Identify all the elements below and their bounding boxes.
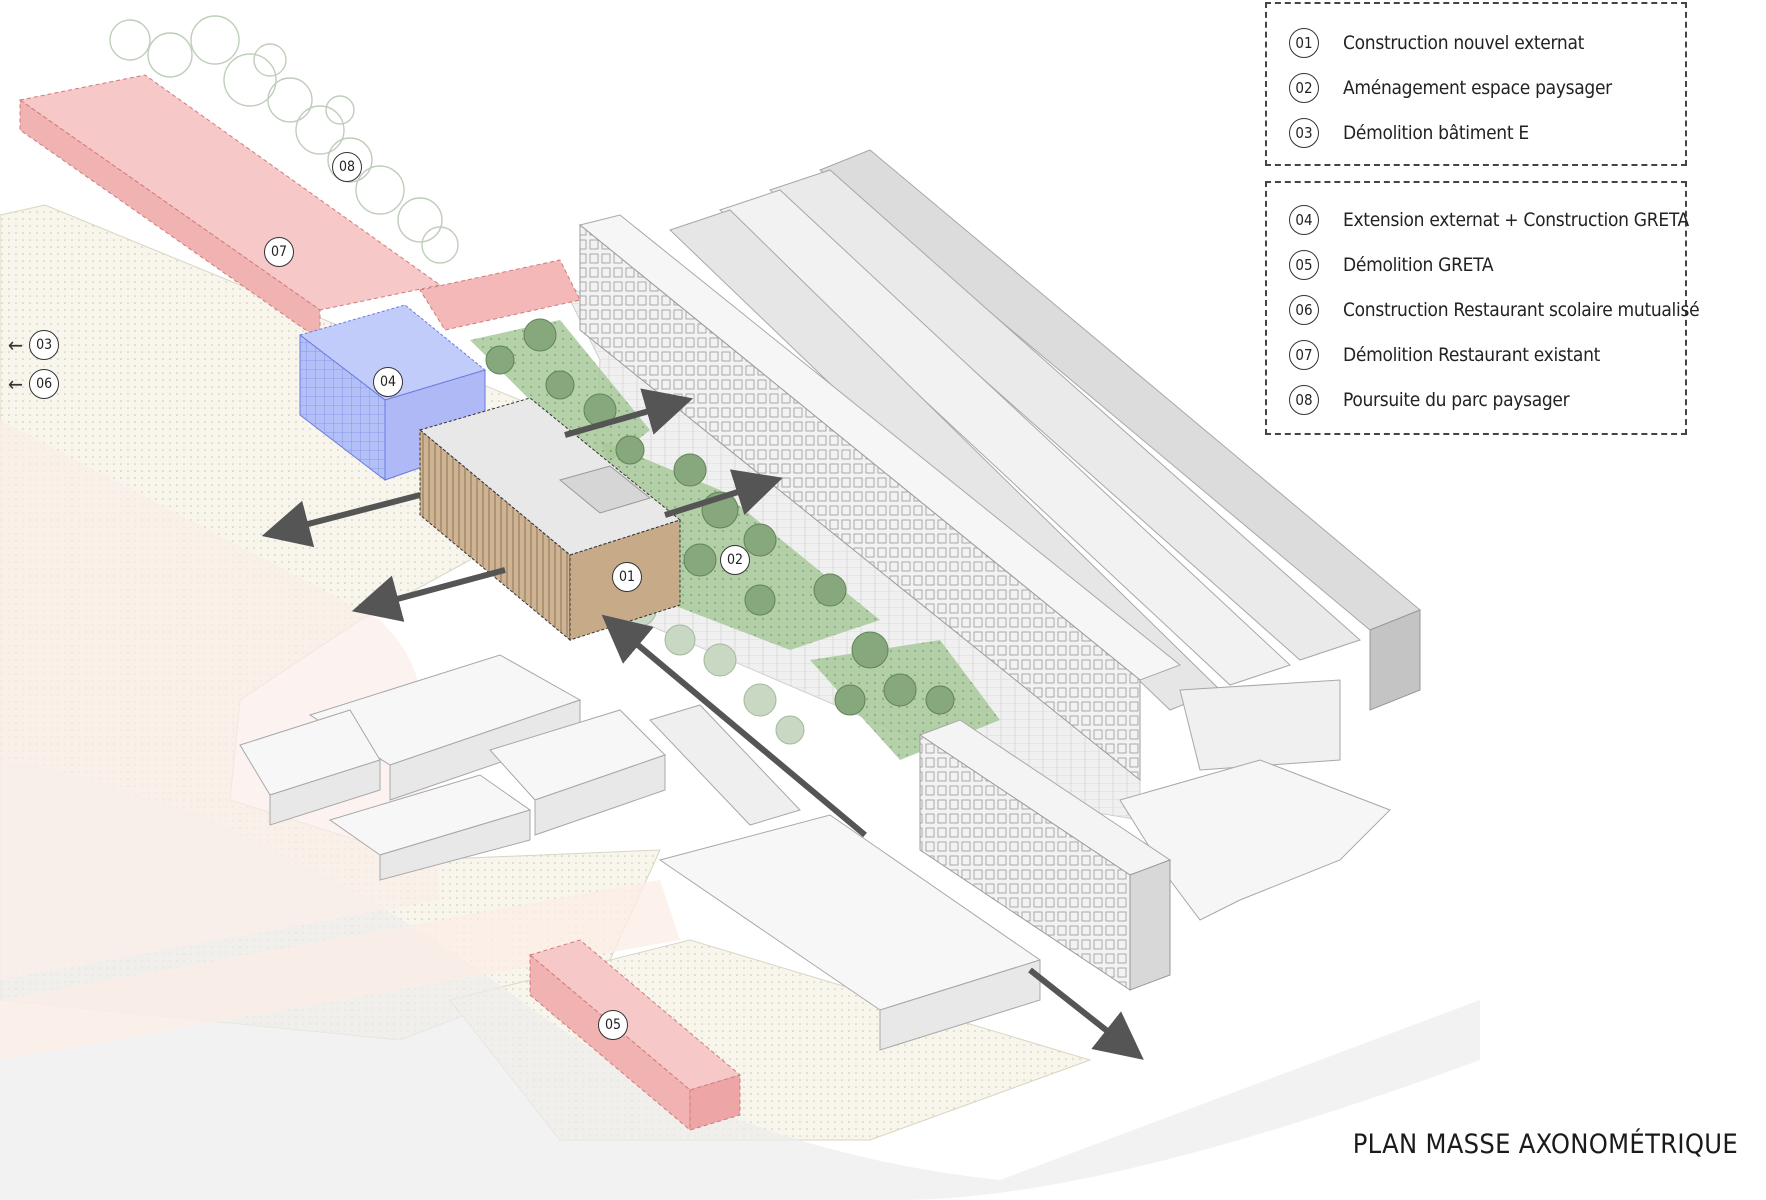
existing-buildings — [578, 149, 1421, 991]
legend-label: Aménagement espace paysager — [1343, 77, 1612, 99]
marker-02-label: 02 — [726, 552, 744, 568]
side-ref-03-marker: 03 — [29, 330, 60, 360]
legend-number: 08 — [1289, 385, 1319, 415]
arrow-north-2 — [664, 469, 783, 518]
trees-faded — [109, 15, 459, 264]
legend-number: 01 — [1289, 28, 1319, 58]
south-bar-end — [1129, 859, 1171, 991]
road-pink — [0, 420, 440, 980]
legend-label: Extension externat + Construction GRETA — [1343, 209, 1689, 231]
building-07-demolition — [18, 74, 581, 341]
side-ref-03: ← 03 — [8, 330, 60, 360]
legend-item: 03 Démolition bâtiment E — [1289, 116, 1529, 150]
legend-label: Démolition bâtiment E — [1343, 122, 1529, 144]
legend-number: 02 — [1289, 73, 1319, 103]
marker-01: 01 — [612, 562, 642, 592]
marker-05: 05 — [598, 1010, 628, 1040]
south-block — [1179, 679, 1341, 771]
legend-item: 07 Démolition Restaurant existant — [1289, 338, 1600, 372]
arrow-west-1 — [261, 492, 421, 548]
legend-number: 05 — [1289, 250, 1319, 280]
path-pink-south — [0, 880, 680, 1060]
marker-07: 07 — [264, 237, 294, 267]
marker-02: 02 — [720, 545, 750, 575]
building-04-extension — [298, 304, 487, 482]
marker-04: 04 — [373, 367, 403, 397]
legend-item: 06 Construction Restaurant scolaire mutu… — [1289, 293, 1700, 327]
marker-08: 08 — [332, 152, 362, 182]
left-arrow-icon: ← — [8, 372, 24, 396]
roof-hall-2 — [769, 169, 1361, 661]
marker-08-label: 08 — [338, 159, 356, 175]
south-annex — [1119, 759, 1391, 921]
legend-item: 01 Construction nouvel externat — [1289, 26, 1584, 60]
legend-number: 04 — [1289, 205, 1319, 235]
long-bar-facade — [579, 223, 1141, 782]
legend-group-1: 01 Construction nouvel externat 02 Aména… — [1265, 2, 1687, 166]
arrow-west-2 — [351, 567, 506, 622]
legend-number: 06 — [1289, 295, 1319, 325]
building-05-demolition — [528, 939, 742, 1132]
legend-label: Poursuite du parc paysager — [1343, 389, 1570, 411]
existing-buildings-sw — [239, 654, 1042, 1051]
movement-arrows — [261, 388, 1144, 1060]
side-ref-06-marker: 06 — [29, 369, 60, 399]
legend-item: 08 Poursuite du parc paysager — [1289, 383, 1570, 417]
legend-item: 04 Extension externat + Construction GRE… — [1289, 203, 1689, 237]
arrow-north-1 — [564, 388, 694, 438]
side-ref-06-label: 06 — [36, 376, 53, 392]
arrow-south — [1028, 967, 1144, 1060]
legend-label: Démolition GRETA — [1343, 254, 1494, 276]
legend-label: Démolition Restaurant existant — [1343, 344, 1601, 366]
side-ref-03-label: 03 — [36, 337, 53, 353]
marker-07-label: 07 — [270, 244, 288, 260]
legend-label: Construction Restaurant scolaire mutuali… — [1343, 299, 1700, 321]
arrow-entry — [601, 614, 867, 838]
legend-item: 02 Aménagement espace paysager — [1289, 71, 1612, 105]
roof-hall-3 — [719, 189, 1291, 686]
marker-01-label: 01 — [618, 569, 636, 585]
legend-number: 07 — [1289, 340, 1319, 370]
plan-title: PLAN MASSE AXONOMÉTRIQUE — [1352, 1129, 1738, 1160]
trees-courtyard — [485, 318, 955, 716]
legend-group-2: 04 Extension externat + Construction GRE… — [1265, 181, 1700, 435]
hall-side — [1369, 609, 1421, 711]
legend-label: Construction nouvel externat — [1343, 32, 1585, 54]
left-arrow-icon: ← — [8, 333, 24, 357]
legend-item: 05 Démolition GRETA — [1289, 248, 1494, 282]
side-ref-06: ← 06 — [8, 369, 60, 399]
road-curve — [0, 760, 1480, 1200]
marker-04-label: 04 — [379, 374, 397, 390]
marker-05-label: 05 — [604, 1017, 622, 1033]
legend-number: 03 — [1289, 118, 1319, 148]
